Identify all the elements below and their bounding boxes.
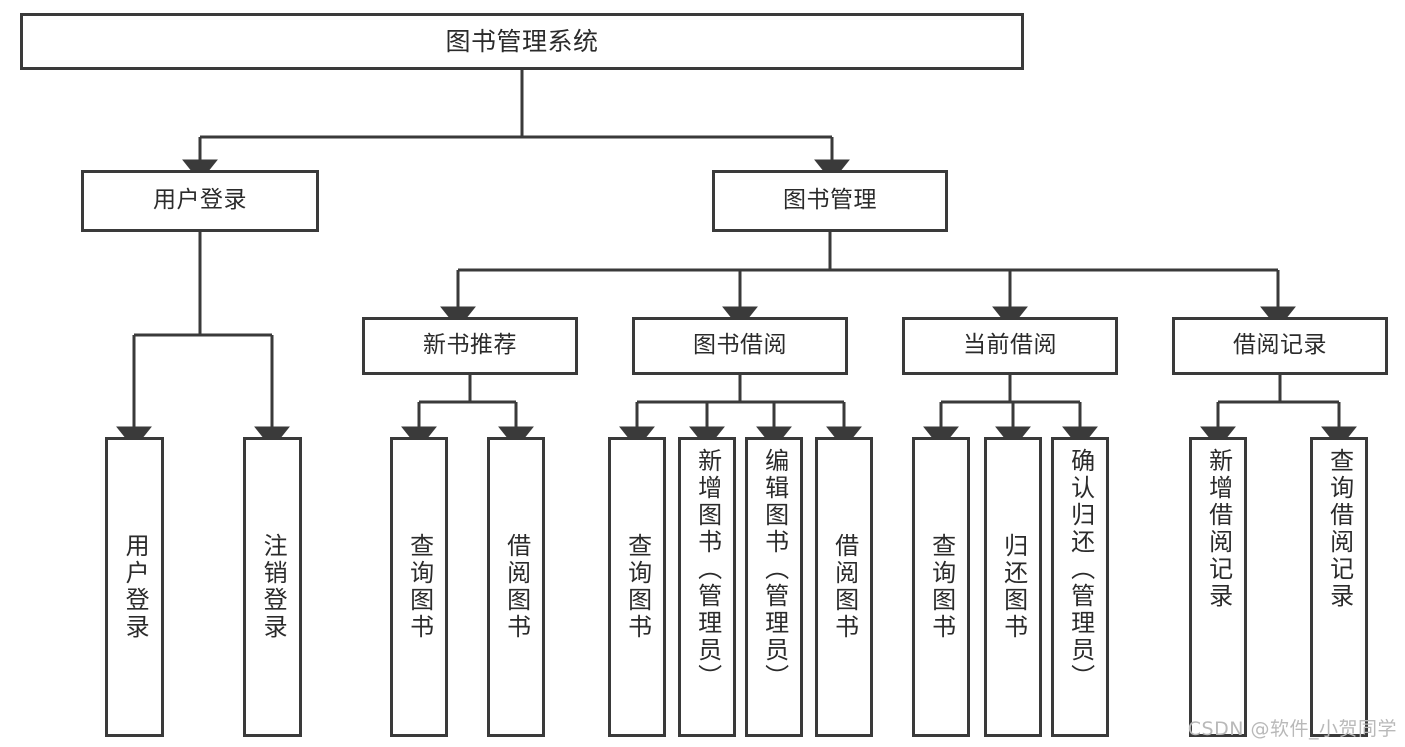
node-leaf-query-book-1-label: 查询图书 <box>405 533 434 641</box>
node-leaf-borrow-book-2[interactable]: 借阅图书 <box>815 437 873 737</box>
node-leaf-query-record-label: 查询借阅记录 <box>1325 448 1354 610</box>
node-leaf-borrow-book-1-label: 借阅图书 <box>502 533 531 641</box>
node-book-manage-label: 图书管理 <box>783 187 877 214</box>
node-borrow-record-label: 借阅记录 <box>1233 332 1327 359</box>
node-leaf-user-login[interactable]: 用户登录 <box>105 437 164 737</box>
node-leaf-logout[interactable]: 注销登录 <box>243 437 302 737</box>
node-leaf-borrow-book-2-label: 借阅图书 <box>830 533 859 641</box>
node-leaf-add-book[interactable]: 新增图书（管理员） <box>678 437 736 737</box>
node-book-manage[interactable]: 图书管理 <box>712 170 948 232</box>
node-leaf-query-book-3-label: 查询图书 <box>927 533 956 641</box>
node-leaf-return-book[interactable]: 归还图书 <box>984 437 1042 737</box>
node-user-login[interactable]: 用户登录 <box>81 170 319 232</box>
node-current-borrow[interactable]: 当前借阅 <box>902 317 1118 375</box>
node-leaf-edit-book[interactable]: 编辑图书（管理员） <box>745 437 803 737</box>
node-leaf-query-book-3[interactable]: 查询图书 <box>912 437 970 737</box>
node-leaf-user-login-label: 用户登录 <box>121 533 150 641</box>
node-current-borrow-label: 当前借阅 <box>963 332 1057 359</box>
node-borrow-record[interactable]: 借阅记录 <box>1172 317 1388 375</box>
node-leaf-edit-book-label: 编辑图书（管理员） <box>760 448 789 691</box>
node-book-borrow-label: 图书借阅 <box>693 332 787 359</box>
node-user-login-label: 用户登录 <box>153 187 247 214</box>
node-leaf-logout-label: 注销登录 <box>259 533 288 641</box>
node-leaf-confirm-return-label: 确认归还（管理员） <box>1066 448 1095 691</box>
watermark-csdn: CSDN @软件_小贺同学 <box>1187 718 1397 740</box>
node-new-book-recommend-label: 新书推荐 <box>423 332 517 359</box>
node-leaf-borrow-book-1[interactable]: 借阅图书 <box>487 437 545 737</box>
node-leaf-add-record[interactable]: 新增借阅记录 <box>1189 437 1247 737</box>
node-root-label: 图书管理系统 <box>445 26 599 56</box>
node-leaf-query-book-2-label: 查询图书 <box>623 533 652 641</box>
node-book-borrow[interactable]: 图书借阅 <box>632 317 848 375</box>
node-leaf-add-record-label: 新增借阅记录 <box>1204 448 1233 610</box>
node-leaf-return-book-label: 归还图书 <box>999 533 1028 641</box>
node-leaf-query-record[interactable]: 查询借阅记录 <box>1310 437 1368 737</box>
node-leaf-query-book-1[interactable]: 查询图书 <box>390 437 448 737</box>
node-leaf-query-book-2[interactable]: 查询图书 <box>608 437 666 737</box>
node-leaf-confirm-return[interactable]: 确认归还（管理员） <box>1051 437 1109 737</box>
node-root[interactable]: 图书管理系统 <box>20 13 1024 70</box>
node-leaf-add-book-label: 新增图书（管理员） <box>693 448 722 691</box>
node-new-book-recommend[interactable]: 新书推荐 <box>362 317 578 375</box>
